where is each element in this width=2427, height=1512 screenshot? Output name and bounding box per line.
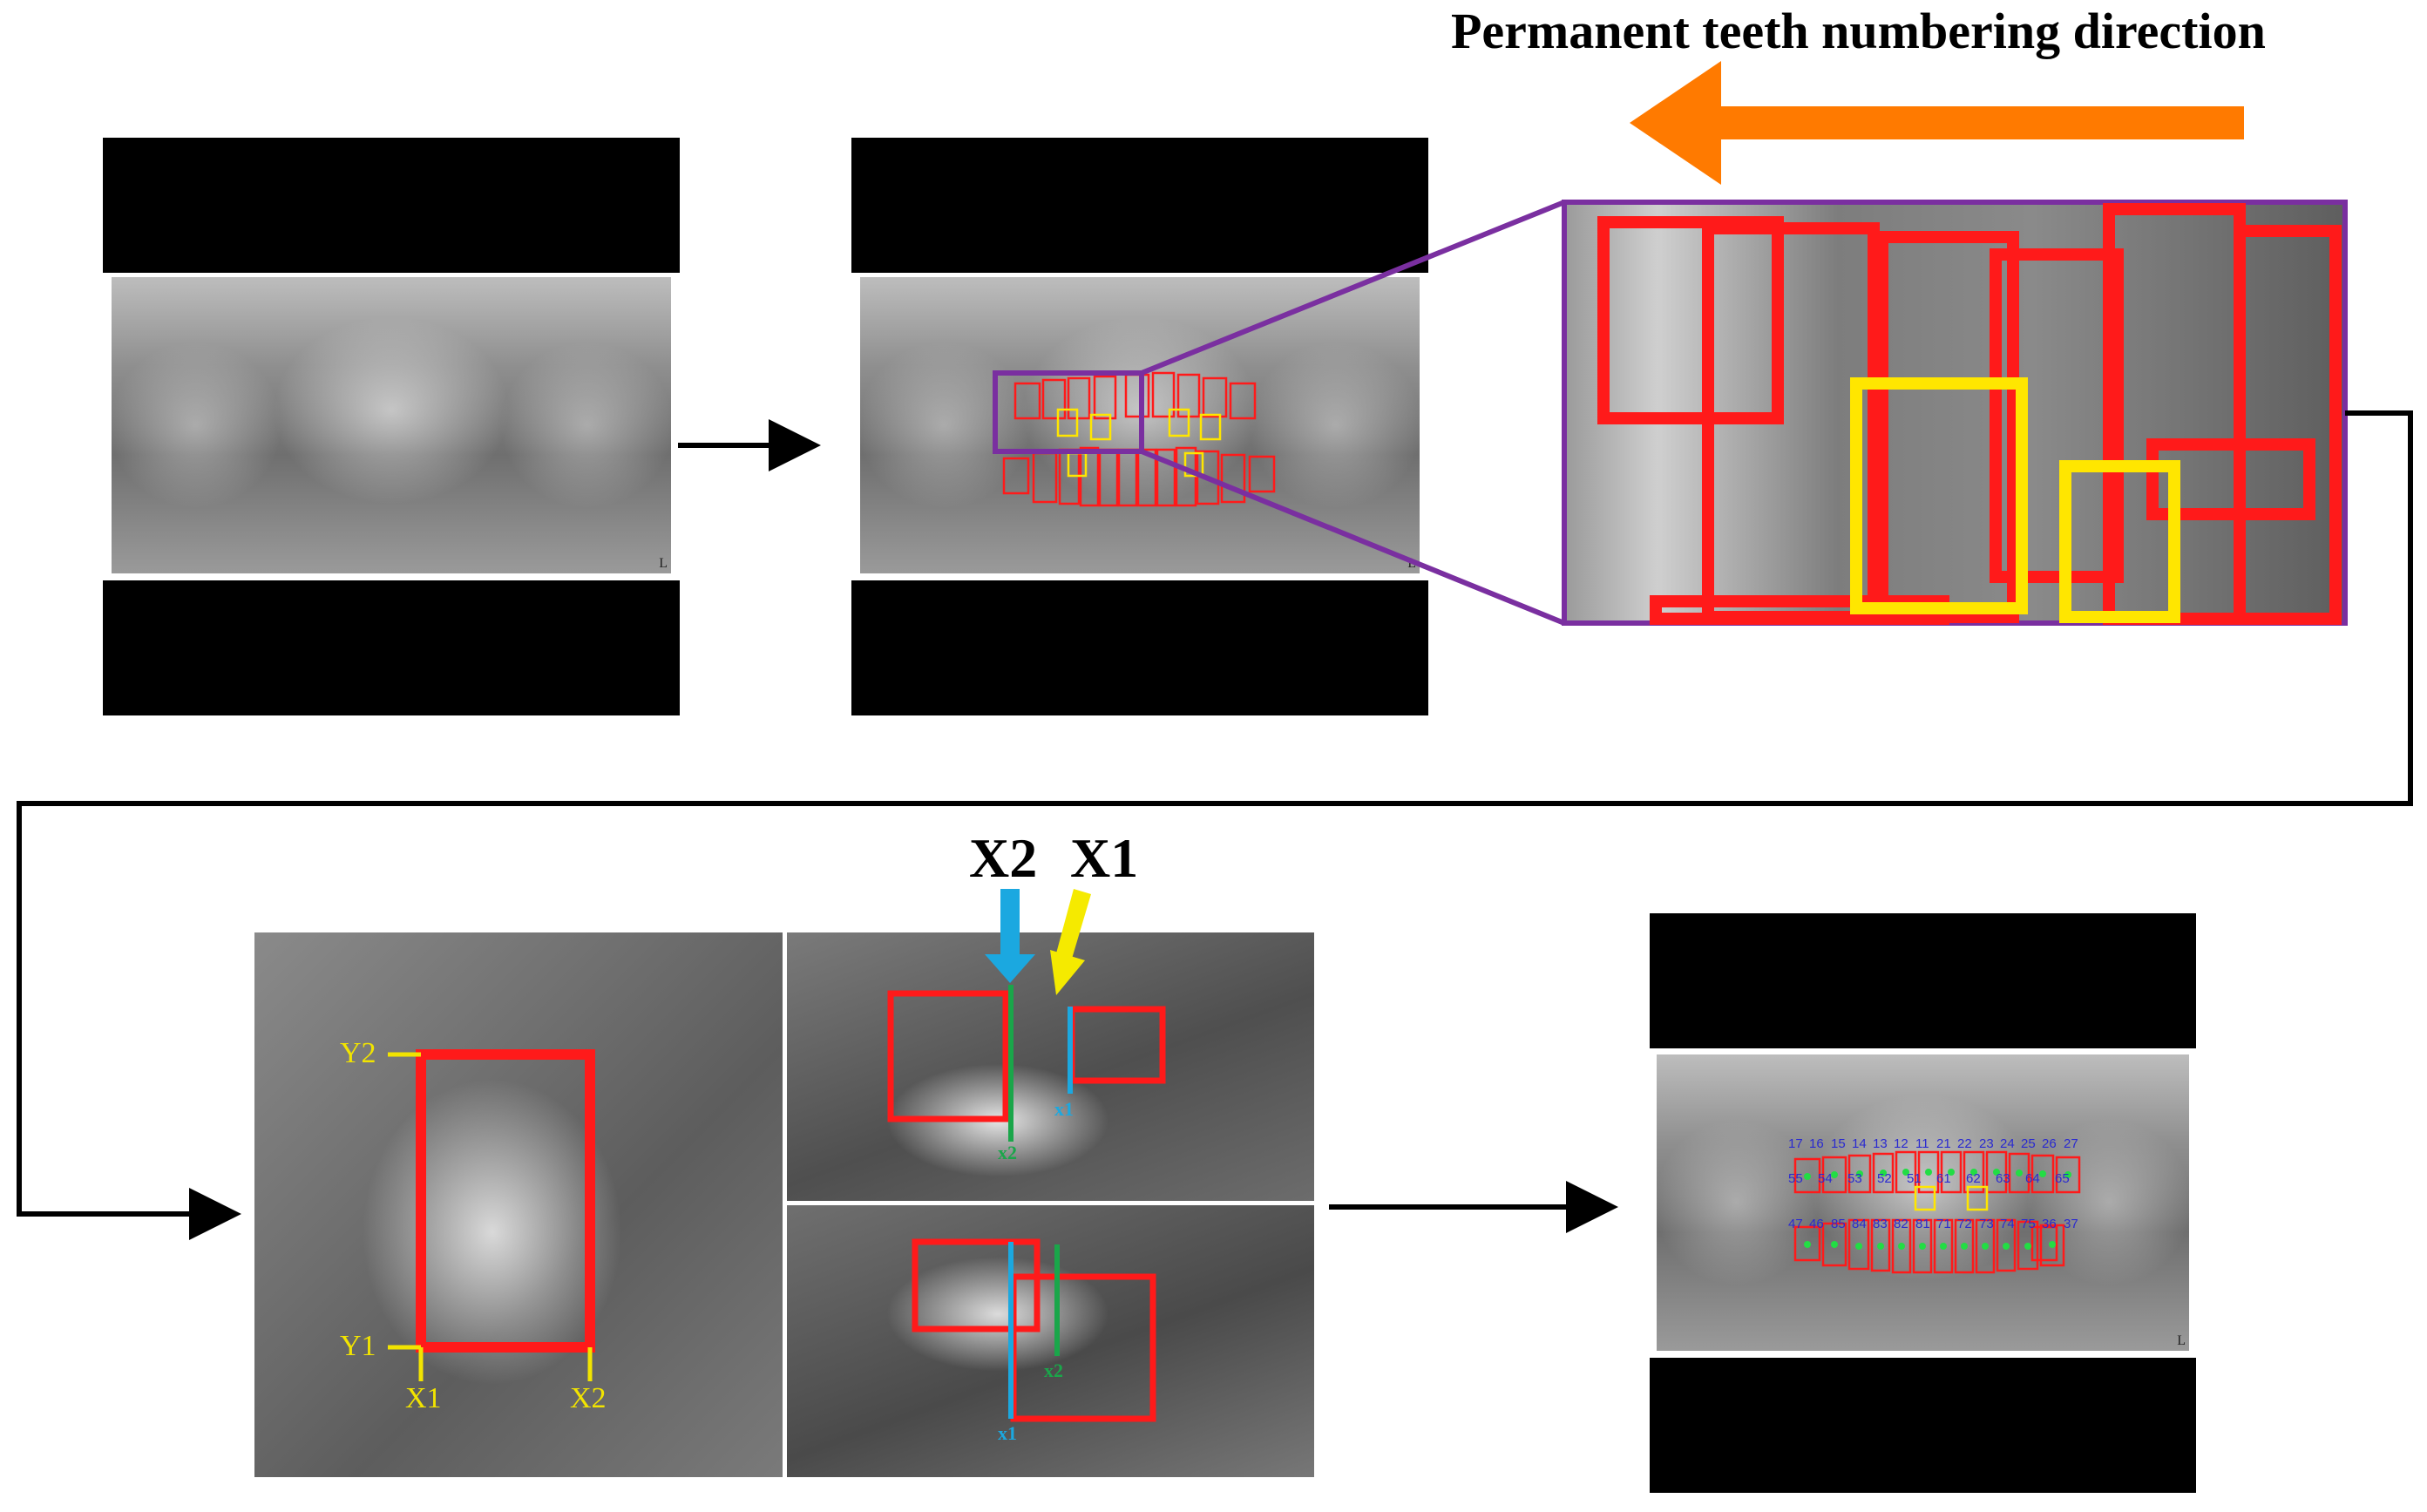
label-x2-tiny-top: x2 [998,1142,1017,1163]
tooth-number: 27 [2064,1136,2078,1151]
tooth-number: 47 [1788,1217,1803,1231]
label-y1: Y1 [340,1330,376,1362]
tooth-number: 84 [1852,1217,1867,1231]
label-x1-tiny-bottom: x1 [998,1422,1017,1444]
tooth-number: 62 [1966,1171,1981,1186]
panoramic-radiograph: L [112,277,671,573]
corner-mark: L [2177,1333,2186,1348]
tooth-number: 85 [1831,1217,1846,1231]
letterbox-bottom [1650,1358,2196,1493]
lower-crop-annotation [912,1238,1156,1422]
tooth-number: 36 [2042,1217,2057,1231]
tooth-number: 82 [1894,1217,1908,1231]
tooth-number: 65 [2055,1171,2070,1186]
tooth-number: 21 [1936,1136,1951,1151]
crop-panel-upper [787,932,1314,1201]
tooth-number: 14 [1852,1136,1867,1151]
tooth-number: 55 [1788,1171,1803,1186]
upper-crop-annotation [887,889,1166,1142]
crop-panel-coordinates [254,932,783,1477]
connector-path [17,410,2413,1240]
letterbox-top [1650,913,2196,1048]
corner-mark: L [659,556,668,571]
tooth-number: 54 [1818,1171,1833,1186]
letterbox-bottom [851,580,1428,715]
tooth-number: 51 [1907,1171,1922,1186]
tooth-number: 46 [1809,1217,1824,1231]
tooth-number: 24 [2000,1136,2015,1151]
tooth-number: 15 [1831,1136,1846,1151]
detection-boxes [1002,371,1276,507]
numbered-boxes [1793,1150,2081,1274]
tooth-number: 11 [1915,1136,1929,1151]
tooth-number: 25 [2021,1136,2036,1151]
zoomed-boxes [1597,203,2342,625]
tooth-number: 17 [1788,1136,1803,1151]
tooth-number: 64 [2025,1171,2040,1186]
tooth-number: 63 [1996,1171,2010,1186]
tooth-number: 71 [1936,1217,1951,1231]
tooth-number: 52 [1877,1171,1892,1186]
tooth-number: 53 [1847,1171,1862,1186]
panel-numbered-result: L [1650,913,2196,1493]
panoramic-radiograph-numbered: L [1657,1054,2189,1351]
orange-direction-arrow [1630,61,2244,185]
label-x2-large: X2 [969,827,1038,889]
tooth-number-labels: 17 16 15 14 13 12 11 21 22 23 24 25 26 27 55 54 53 52 51 61… [1788,1133,2085,1281]
label-y2: Y2 [340,1037,376,1069]
numbering-direction-title: Permanent teeth numbering direction [1451,3,2266,59]
letterbox-top [103,138,680,273]
tooth-number: 13 [1873,1136,1888,1151]
tooth-number: 81 [1915,1217,1930,1231]
label-x1-tiny-top: x1 [1054,1098,1074,1120]
tooth-number: 74 [2000,1217,2015,1231]
tooth-number: 26 [2042,1136,2057,1151]
crop-panel-lower [787,1205,1314,1477]
letterbox-top [851,138,1428,273]
tooth-number: 73 [1979,1217,1994,1231]
label-x1: X1 [405,1382,442,1414]
tooth-number: 72 [1957,1217,1972,1231]
letterbox-bottom [103,580,680,715]
tooth-number: 16 [1809,1136,1824,1151]
tooth-number: 83 [1873,1217,1888,1231]
tooth-number: 37 [2064,1217,2078,1231]
tooth-number: 22 [1957,1136,1972,1151]
tooth-number: 12 [1894,1136,1908,1151]
tooth-number: 61 [1936,1171,1951,1186]
panel-original-xray: L [103,138,680,715]
tooth-center-dots [1804,1169,2071,1250]
tooth-number: 23 [1979,1136,1994,1151]
label-x2: X2 [570,1382,607,1414]
label-x1-large: X1 [1070,827,1139,889]
label-x2-tiny-bottom: x2 [1044,1359,1063,1381]
coordinate-annotation [388,1049,595,1381]
tooth-number: 75 [2021,1217,2036,1231]
